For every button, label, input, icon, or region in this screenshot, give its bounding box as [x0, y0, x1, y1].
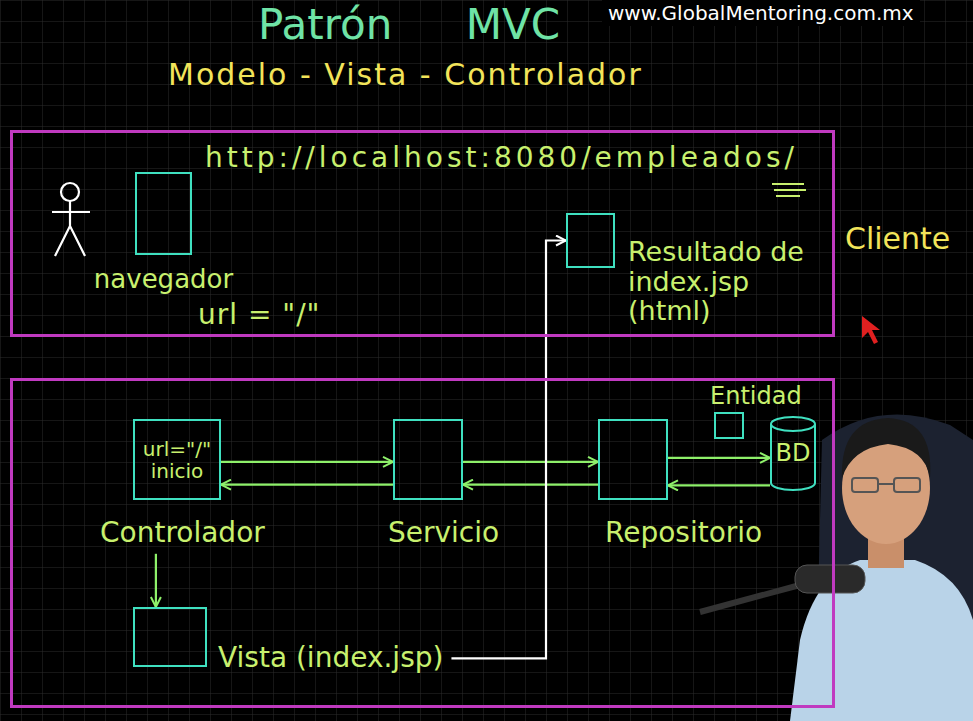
box-label: Vista (index.jsp) [218, 643, 443, 674]
box-label: Repositorio [605, 518, 762, 549]
url-address: http://localhost:8080/empleados/ [205, 143, 798, 174]
flow-arrow [221, 484, 393, 486]
database-cylinder: BD [770, 417, 816, 490]
mouse-cursor [862, 316, 880, 344]
flow-arrow [451, 241, 566, 659]
emphasis-marks [772, 184, 806, 196]
browser-window: navegador [135, 172, 192, 255]
box-label: Controlador [100, 518, 265, 549]
flow-arrow [463, 461, 598, 463]
server-region: url="/" inicioControladorServicioReposit… [10, 378, 835, 708]
subtitle: Modelo - Vista - Controlador [168, 58, 643, 91]
flow-arrow [668, 484, 770, 486]
entity-box: Entidad [714, 412, 744, 439]
box-label: Resultado de index.jsp (html) [628, 237, 818, 326]
watermark: www.GlobalMentoring.com.mx [602, 0, 920, 26]
flow-arrow [221, 461, 393, 463]
cylinder-top [771, 417, 815, 431]
diagram-title: Patrón MVC [258, 2, 560, 48]
repository-box: Repositorio [598, 419, 668, 500]
result-page: Resultado de index.jsp (html) [566, 213, 615, 268]
flow-arrow [463, 484, 598, 486]
client-region: ClientenavegadorResultado de index.jsp (… [10, 130, 835, 337]
flow-arrow [155, 554, 157, 607]
cylinder-body [771, 424, 815, 490]
flow-arrow [668, 457, 770, 459]
view-box: Vista (index.jsp) [133, 607, 207, 667]
service-box: Servicio [393, 419, 463, 500]
box-text: BD [770, 440, 816, 466]
box-label: navegador [94, 265, 233, 294]
region-title: Cliente [845, 222, 950, 255]
presenter-figure [700, 414, 973, 721]
url-route: url = "/" [198, 300, 321, 331]
box-label: Servicio [388, 518, 499, 549]
stick-figure [52, 183, 90, 256]
controller-box: url="/" inicioControlador [133, 419, 221, 500]
box-text: url="/" inicio [135, 438, 219, 482]
box-label: Entidad [710, 383, 802, 409]
